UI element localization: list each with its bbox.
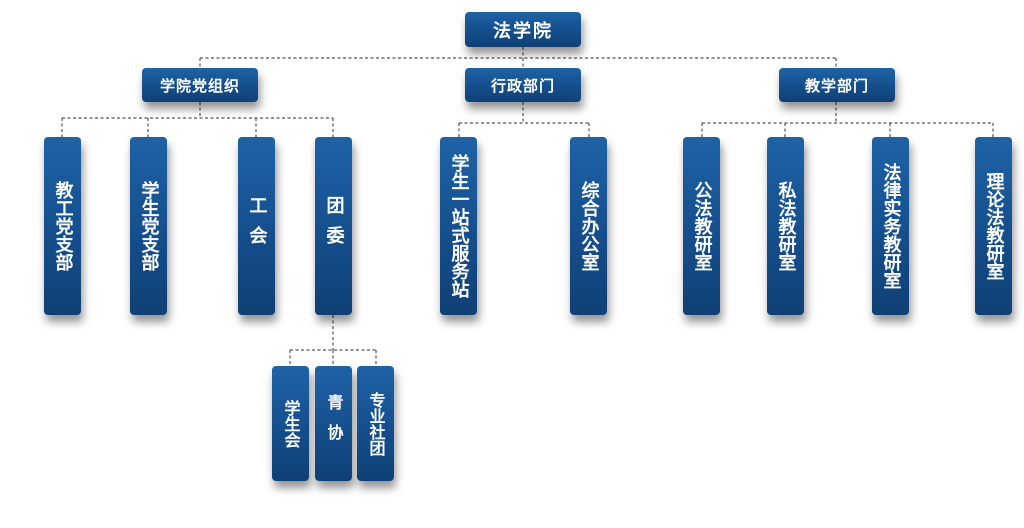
node-faculty-party-branch: 教工党支部 — [44, 137, 81, 315]
node-student-party-branch: 学生党支部 — [130, 137, 167, 315]
node-legal-theory-section: 理论法教研室 — [975, 137, 1012, 315]
node-administrative-departments: 行政部门 — [465, 68, 581, 102]
node-private-law-section: 私法教研室 — [767, 137, 804, 315]
node-party-organization: 学院党组织 — [142, 68, 258, 102]
node-youth-volunteers-association: 青协 — [315, 366, 352, 481]
node-law-school: 法学院 — [465, 12, 581, 47]
node-legal-practice-section: 法律实务教研室 — [872, 137, 909, 315]
node-teaching-departments: 教学部门 — [779, 68, 895, 102]
node-youth-league-committee: 团委 — [315, 137, 352, 315]
node-general-office: 综合办公室 — [570, 137, 607, 315]
node-student-union: 学生会 — [272, 366, 309, 481]
node-student-one-stop-service: 学生一站式服务站 — [440, 137, 477, 315]
node-professional-clubs: 专业社团 — [357, 366, 394, 481]
node-public-law-section: 公法教研室 — [683, 137, 720, 315]
node-labor-union: 工会 — [238, 137, 275, 315]
